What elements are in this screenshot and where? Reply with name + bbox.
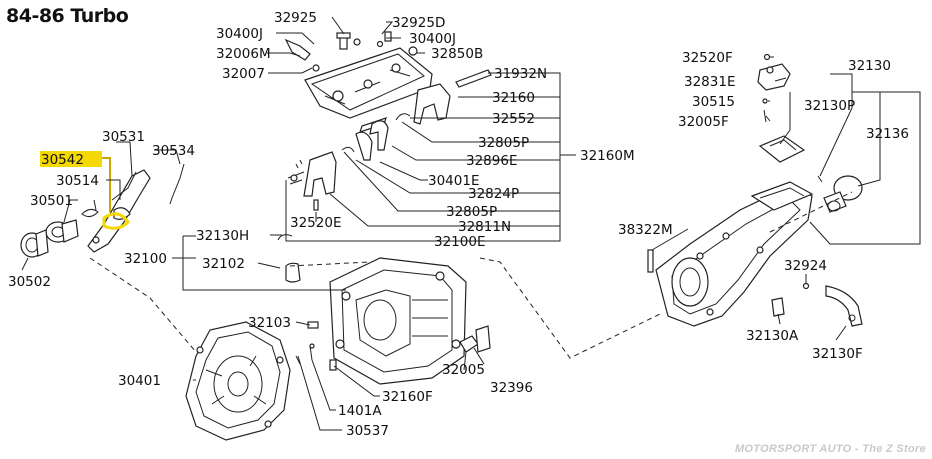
diagram-title: 84-86 Turbo xyxy=(6,5,129,27)
label-30514: 30514 xyxy=(56,173,99,189)
label-30537: 30537 xyxy=(346,423,389,439)
label-32824P: 32824P xyxy=(468,186,519,202)
label-32130: 32130 xyxy=(848,58,891,74)
label-32552: 32552 xyxy=(492,111,535,127)
label-32805P-b: 32805P xyxy=(446,204,497,220)
label-32850B: 32850B xyxy=(431,46,483,62)
label-32005F: 32005F xyxy=(678,114,729,130)
label-32896E: 32896E xyxy=(466,153,517,169)
label-1401A: 1401A xyxy=(338,403,382,419)
label-30501: 30501 xyxy=(30,193,73,209)
label-30542: 30542 xyxy=(41,152,84,168)
label-32811N: 32811N xyxy=(458,219,511,235)
label-32520E: 32520E xyxy=(290,215,341,231)
clutch-housing xyxy=(185,321,291,441)
label-32007: 32007 xyxy=(222,66,265,82)
label-32396: 32396 xyxy=(490,380,533,396)
label-30515: 30515 xyxy=(692,94,735,110)
watermark: MOTORSPORT AUTO - The Z Store xyxy=(734,443,926,455)
leader-lines xyxy=(21,16,921,431)
label-32925D: 32925D xyxy=(392,15,445,31)
label-32103: 32103 xyxy=(248,315,291,331)
label-32130A: 32130A xyxy=(746,328,799,344)
label-32831E: 32831E xyxy=(684,74,735,90)
label-32102: 32102 xyxy=(202,256,245,272)
label-30400J-left: 30400J xyxy=(216,26,263,42)
label-30531: 30531 xyxy=(102,129,145,145)
label-30534: 30534 xyxy=(152,143,195,159)
label-30401E: 30401E xyxy=(428,173,479,189)
label-32100: 32100 xyxy=(124,251,167,267)
shift-rails xyxy=(287,69,492,211)
label-32520F: 32520F xyxy=(682,50,733,66)
case-small-parts xyxy=(277,234,491,371)
label-32136: 32136 xyxy=(866,126,909,142)
highlighted-part-30542 xyxy=(102,157,130,230)
label-30502: 30502 xyxy=(8,274,51,290)
label-32130P: 32130P xyxy=(804,98,855,114)
label-32805P-a: 32805P xyxy=(478,135,529,151)
label-32925: 32925 xyxy=(274,10,317,26)
highlight-box-30542 xyxy=(40,151,102,167)
label-32130F: 32130F xyxy=(812,346,863,362)
label-30400J-right: 30400J xyxy=(409,31,456,47)
transmission-case xyxy=(329,257,467,385)
label-32006M: 32006M xyxy=(216,46,271,62)
shift-cover-housing xyxy=(304,47,433,119)
label-32160M: 32160M xyxy=(580,148,635,164)
label-32130H: 32130H xyxy=(196,228,249,244)
label-38322M: 38322M xyxy=(618,222,673,238)
label-32160F: 32160F xyxy=(382,389,433,405)
alignment-lines xyxy=(89,191,853,359)
release-bearing-parts xyxy=(20,163,185,258)
right-small-parts xyxy=(647,53,863,327)
label-32924: 32924 xyxy=(784,258,827,274)
label-32100E: 32100E xyxy=(434,234,485,250)
top-bolts xyxy=(284,31,418,72)
rear-extension-housing xyxy=(655,181,814,327)
label-30401: 30401 xyxy=(118,373,161,389)
part-labels: 32925 32925D 30400J 30400J 32006M 32850B… xyxy=(8,10,909,439)
label-32005: 32005 xyxy=(442,362,485,378)
label-31932N: 31932N xyxy=(494,66,547,82)
label-32160: 32160 xyxy=(492,90,535,106)
